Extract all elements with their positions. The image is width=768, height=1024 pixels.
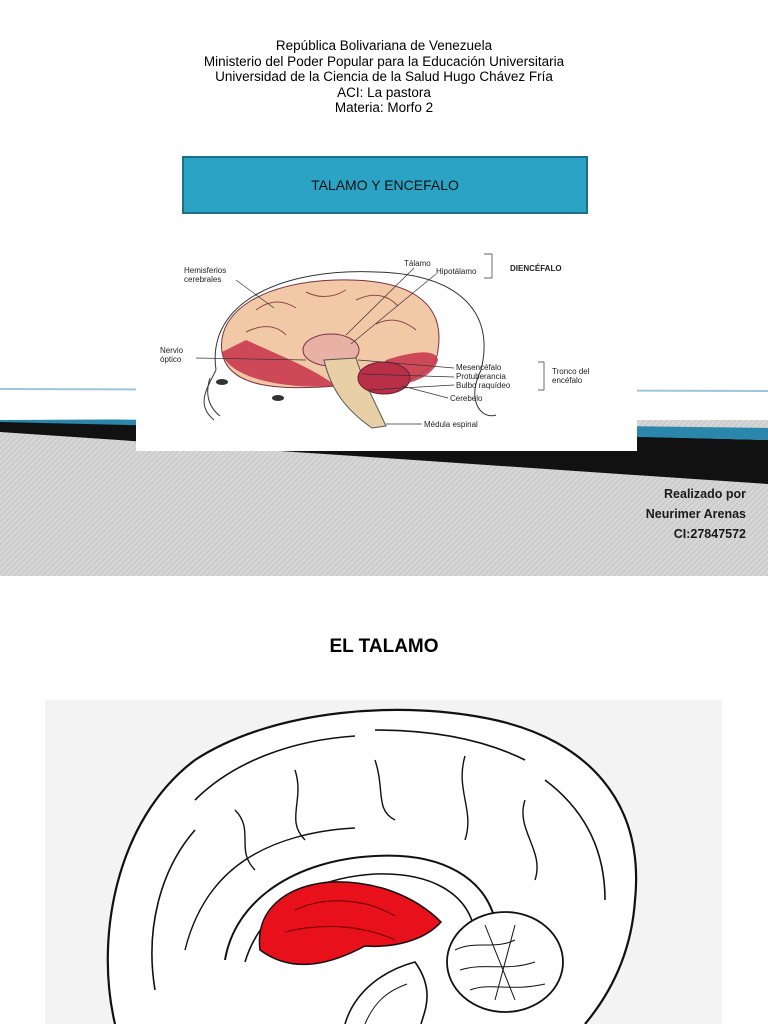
header-line-aci: ACI: La pastora (337, 84, 431, 100)
header-line-subject: Materia: Morfo 2 (334, 100, 434, 115)
label-diencefalo: DIENCÉFALO (510, 264, 562, 273)
label-bulbo: Bulbo raquídeo (456, 381, 511, 390)
label-tronco-2: encéfalo (552, 376, 583, 385)
author-block: Realizado por Neurimer Arenas CI:2784757… (646, 484, 746, 544)
slide-1: República Bolivariana de Venezuela Minis… (0, 38, 768, 576)
brain-diagram-image: Hemisferios cerebrales Tálamo Hipotálamo… (136, 240, 637, 451)
slide-title: TALAMO Y ENCEFALO (311, 177, 459, 193)
header-line-ministry: Ministerio del Poder Popular para la Edu… (203, 53, 565, 69)
label-mesencefalo: Mesencéfalo (456, 363, 502, 372)
thalamus-illustration (45, 700, 722, 1024)
slide-title-box: TALAMO Y ENCEFALO (182, 156, 588, 214)
label-hemisferios-2: cerebrales (184, 275, 221, 284)
label-cerebelo: Cerebelo (450, 394, 483, 403)
institution-header: República Bolivariana de Venezuela Minis… (0, 38, 768, 116)
header-line-university: Universidad de la Ciencia de la Salud Hu… (215, 69, 553, 84)
label-hemisferios-1: Hemisferios (184, 266, 226, 275)
label-protuberancia: Protuberancia (456, 372, 506, 381)
slide-2: EL TALAMO (0, 576, 768, 1024)
author-name: Neurimer Arenas (645, 507, 746, 521)
header-line-country: República Bolivariana de Venezuela (275, 38, 493, 53)
brain-diagram: Hemisferios cerebrales Tálamo Hipotálamo… (160, 253, 590, 429)
label-nervio-2: óptico (160, 355, 182, 364)
label-talamo: Tálamo (404, 259, 431, 268)
author-id: CI:27847572 (673, 527, 746, 541)
label-tronco-1: Tronco del (552, 367, 590, 376)
thalamus-brain-drawing (106, 708, 638, 1024)
label-medula: Médula espinal (424, 420, 478, 429)
label-nervio-1: Nervio (160, 346, 184, 355)
author-prefix: Realizado por (664, 487, 746, 501)
slide-2-title: EL TALAMO (329, 636, 439, 657)
label-hipotalamo: Hipotálamo (436, 267, 477, 276)
